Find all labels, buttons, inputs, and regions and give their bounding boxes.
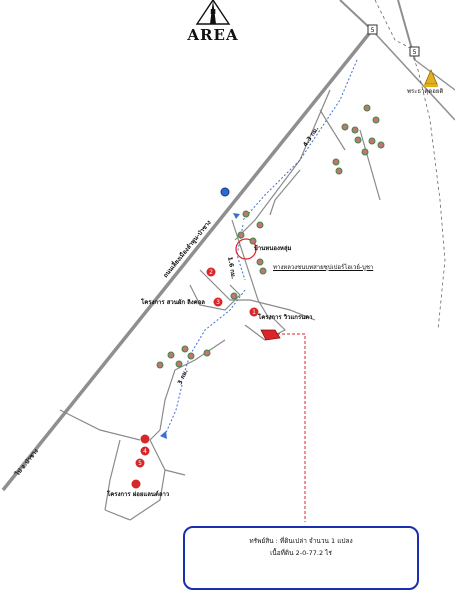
highway-road-north bbox=[339, 0, 373, 31]
marker-2-label: 2 bbox=[209, 269, 213, 276]
north-letter: N bbox=[210, 8, 216, 16]
route-arrowhead bbox=[233, 213, 240, 219]
side-road-right-2 bbox=[414, 59, 455, 91]
marker-1: 1 bbox=[249, 307, 259, 317]
route-path bbox=[164, 59, 358, 436]
temple-label: พระธาตุดอยติ bbox=[407, 88, 444, 95]
marker-4: 4 bbox=[140, 434, 150, 456]
highway-road bbox=[1, 28, 374, 492]
marker-2: 2 bbox=[206, 267, 216, 277]
highway-label: ถนนเลี่ยงเมืองลำพูน-ป่าซาง bbox=[161, 218, 214, 280]
north-logo: N AREA bbox=[183, 0, 243, 48]
highway-shield-2: 5 bbox=[409, 46, 420, 57]
marker-4-label: 4 bbox=[143, 448, 147, 455]
logo-text: AREA bbox=[187, 26, 239, 44]
highway-shield: 5 bbox=[367, 24, 378, 35]
temple-route-label: ทางหลวงชนบทสายซุปเปอร์ไฮเวย์-บูชา bbox=[273, 264, 374, 271]
highway-shield-2-label: 5 bbox=[413, 49, 417, 56]
project-main-label: โครงการ วิวแกรนดา bbox=[258, 314, 313, 321]
marker-3: 3 bbox=[213, 297, 223, 307]
area-map: 1 2 3 4 5 5 5 ถนนเลี่ยงเมืองลำพูน-ป่าซาง… bbox=[1, 0, 455, 522]
compass-icon: N bbox=[195, 0, 231, 25]
project-2-label: โครงการ สวนผัก ลิงคอล bbox=[141, 299, 205, 306]
target-leader-line bbox=[272, 333, 306, 522]
local-roads bbox=[59, 89, 381, 521]
target-ring bbox=[235, 238, 257, 260]
marker-5-label: 5 bbox=[138, 460, 142, 467]
toward-label: ไป อ.ป่าซาง bbox=[13, 447, 40, 478]
dashed-boundary bbox=[374, 0, 446, 331]
project-3-label: โครงการ ฝอยแลนด์ลาว bbox=[107, 491, 170, 498]
highway-shield-label: 5 bbox=[371, 27, 375, 34]
marker-3-label: 3 bbox=[216, 299, 220, 306]
village-label: บ้านหนองหลุ่ม bbox=[254, 245, 292, 252]
location-pin-icon bbox=[220, 187, 230, 197]
property-type: ทรัพย์สิน : ที่ดินเปล่า จำนวน 1 แปลง bbox=[249, 537, 353, 545]
distance-label-3: 3 กม. bbox=[176, 368, 189, 386]
tree-clusters bbox=[156, 104, 385, 369]
route-arrowhead-2 bbox=[160, 431, 167, 439]
temple-icon bbox=[424, 68, 438, 87]
distance-label-1: 4.3 กม. bbox=[302, 125, 320, 148]
marker-6 bbox=[131, 479, 141, 489]
marker-1-label: 1 bbox=[252, 309, 256, 316]
marker-5: 5 bbox=[135, 458, 145, 468]
target-plot bbox=[260, 329, 281, 341]
distance-label-2: 1.6 กม. bbox=[226, 256, 237, 279]
highway-road-east bbox=[371, 29, 455, 121]
property-area: เนื้อที่ดิน 2-0-77.2 ไร่ bbox=[270, 549, 332, 557]
property-info-box: ทรัพย์สิน : ที่ดินเปล่า จำนวน 1 แปลง เนื… bbox=[183, 526, 419, 590]
